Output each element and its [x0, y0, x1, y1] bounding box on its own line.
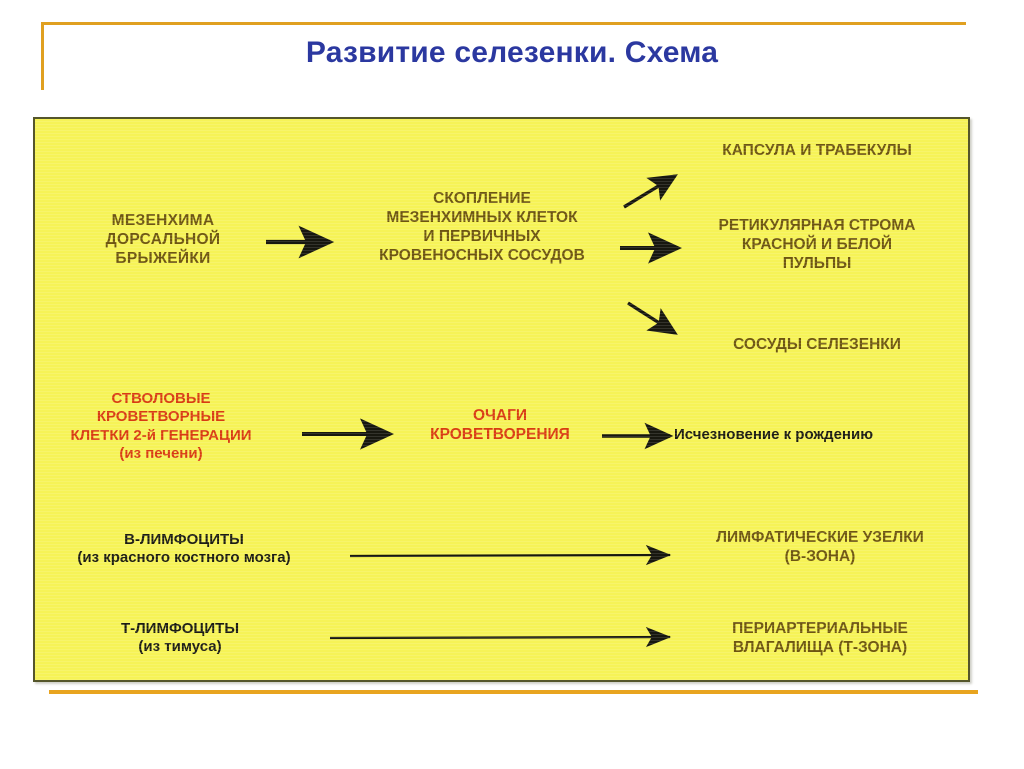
node-line: МЕЗЕНХИМНЫХ КЛЕТОК: [386, 208, 578, 226]
node-line: БРЫЖЕЙКИ: [115, 249, 211, 267]
node-line: (В-ЗОНА): [784, 547, 856, 565]
node-disappearance: Исчезновение к рождению: [674, 426, 974, 444]
node-line: СКОПЛЕНИЕ: [433, 190, 531, 207]
node-line: СОСУДЫ СЕЛЕЗЕНКИ: [733, 336, 901, 353]
node-subline: (из печени): [119, 444, 203, 462]
node-line: ПУЛЬПЫ: [782, 254, 852, 272]
node-pals: ПЕРИАРТЕРИАЛЬНЫЕ ВЛАГАЛИЩА (Т-ЗОНА): [670, 620, 970, 658]
node-t-lymphocytes: Т-ЛИМФОЦИТЫ (из тимуса): [40, 620, 320, 657]
accent-rule-bottom: [49, 690, 978, 694]
node-subline: (из тимуса): [138, 638, 222, 656]
node-line: ДОРСАЛЬНОЙ: [105, 230, 221, 248]
page-title: Развитие селезенки. Схема: [305, 36, 719, 69]
accent-rule-top: [41, 22, 966, 25]
node-line: ПЕРИАРТЕРИАЛЬНЫЕ: [732, 620, 908, 637]
node-line: КРАСНОЙ И БЕЛОЙ: [741, 235, 893, 253]
node-line: ЛИМФАТИЧЕСКИЕ УЗЕЛКИ: [716, 529, 924, 546]
arrow-accumulation-to-vessels: [627, 301, 678, 335]
node-line: И ПЕРВИЧНЫХ: [423, 227, 541, 245]
node-line: СТВОЛОВЫЕ: [111, 390, 211, 407]
node-line: Исчезновение к рождению: [674, 426, 874, 443]
node-line: РЕТИКУЛЯРНАЯ СТРОМА: [718, 217, 916, 234]
node-accumulation: СКОПЛЕНИЕ МЕЗЕНХИМНЫХ КЛЕТОК И ПЕРВИЧНЫХ…: [332, 190, 632, 266]
node-line: ОЧАГИ: [472, 407, 528, 424]
node-line: КРОВЕТВОРЕНИЯ: [430, 425, 570, 443]
node-line: КЛЕТКИ 2-й ГЕНЕРАЦИИ: [70, 426, 252, 444]
diagram-panel: МЕЗЕНХИМА ДОРСАЛЬНОЙ БРЫЖЕЙКИ СКОПЛЕНИЕ …: [33, 117, 970, 682]
node-line: Т-ЛИМФОЦИТЫ: [120, 620, 239, 637]
node-stem-cells: СТВОЛОВЫЕ КРОВЕТВОРНЫЕ КЛЕТКИ 2-й ГЕНЕРА…: [36, 390, 286, 463]
node-line: В-ЛИМФОЦИТЫ: [124, 531, 244, 548]
node-b-lymphocytes: В-ЛИМФОЦИТЫ (из красного костного мозга): [24, 531, 344, 568]
node-line: ВЛАГАЛИЩА (Т-ЗОНА): [732, 638, 908, 656]
node-line: КРОВЕНОСНЫХ СОСУДОВ: [379, 246, 585, 264]
arrow-blymph-to-nodules: [349, 544, 672, 566]
node-reticular-stroma: РЕТИКУЛЯРНАЯ СТРОМА КРАСНОЙ И БЕЛОЙ ПУЛЬ…: [672, 217, 962, 274]
node-lymphatic-nodules: ЛИМФАТИЧЕСКИЕ УЗЕЛКИ (В-ЗОНА): [670, 529, 970, 567]
node-capsule: КАПСУЛА И ТРАБЕКУЛЫ: [672, 142, 962, 161]
node-line: КАПСУЛА И ТРАБЕКУЛЫ: [722, 142, 912, 159]
node-hematopoiesis-foci: ОЧАГИ КРОВЕТВОРЕНИЯ: [400, 407, 600, 445]
node-line: МЕЗЕНХИМА: [111, 212, 215, 229]
node-line: КРОВЕТВОРНЫЕ: [96, 408, 226, 426]
arrow-tlymph-to-pals: [329, 626, 672, 648]
node-spleen-vessels: СОСУДЫ СЕЛЕЗЕНКИ: [672, 336, 962, 355]
node-subline: (из красного костного мозга): [77, 549, 291, 567]
accent-rule-left: [41, 22, 44, 90]
node-mesenchyme: МЕЗЕНХИМА ДОРСАЛЬНОЙ БРЫЖЕЙКИ: [48, 212, 278, 269]
